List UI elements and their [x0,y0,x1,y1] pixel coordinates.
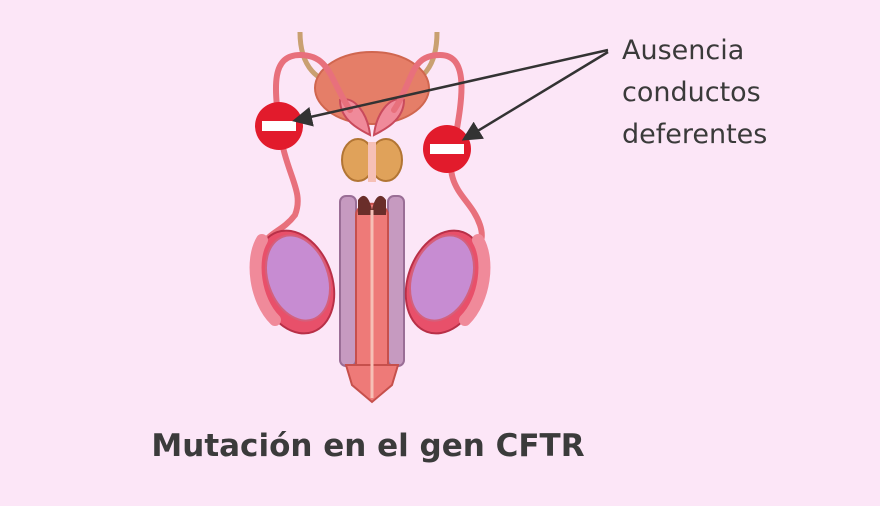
caption: Mutación en el gen CFTR [151,428,585,464]
left-blocked-duct-icon [255,102,303,150]
annotation-line: Ausencia [622,35,745,66]
annotation-label: Ausencia conductos deferentes [622,30,767,156]
prostate [341,138,403,182]
annotation-line: deferentes [622,119,768,150]
annotation-arrows [292,48,609,141]
right-testis [404,229,491,335]
penis [339,195,405,404]
annotation-line: conductos [622,77,761,108]
right-blocked-duct-icon [423,125,471,173]
left-testis [249,229,336,335]
